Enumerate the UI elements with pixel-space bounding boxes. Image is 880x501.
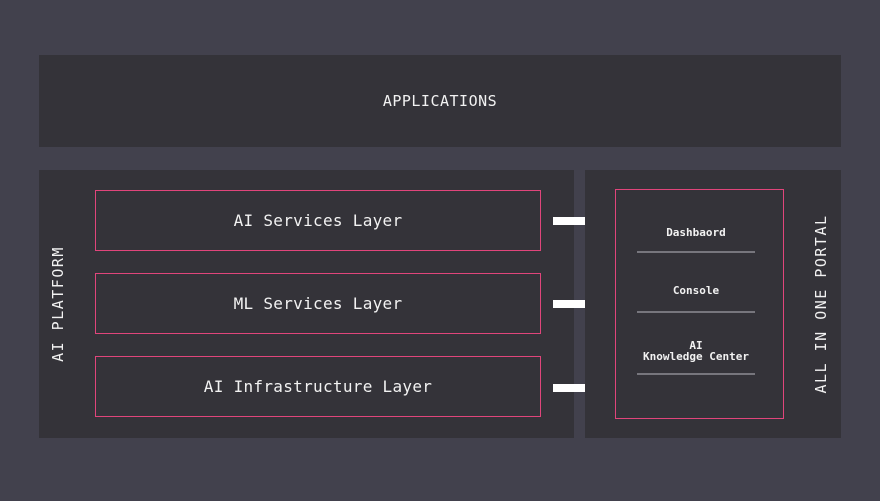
all-in-one-portal-panel	[585, 170, 841, 438]
ai-infrastructure-layer: AI Infrastructure Layer	[95, 356, 541, 417]
portal-item-line-2: Knowledge Center	[643, 350, 749, 363]
ai-services-layer: AI Services Layer	[95, 190, 541, 251]
ai-platform-panel	[39, 170, 574, 438]
portal-item-line-1: AI	[689, 339, 703, 352]
divider	[637, 373, 755, 375]
portal-item-console: Console	[672, 284, 720, 297]
divider	[637, 311, 755, 313]
portal-item-ai-knowledge-center: AI Knowledge Center	[637, 340, 755, 362]
ai-platform-label: AI PLATFORM	[49, 246, 67, 362]
portal-box	[615, 189, 784, 419]
ml-services-layer: ML Services Layer	[95, 273, 541, 334]
applications-block: APPLICATIONS	[39, 55, 841, 147]
all-in-one-portal-label: ALL IN ONE PORTAL	[812, 214, 830, 394]
portal-item-dashboard: Dashbaord	[666, 226, 726, 239]
applications-label: APPLICATIONS	[382, 92, 498, 110]
divider	[637, 251, 755, 253]
